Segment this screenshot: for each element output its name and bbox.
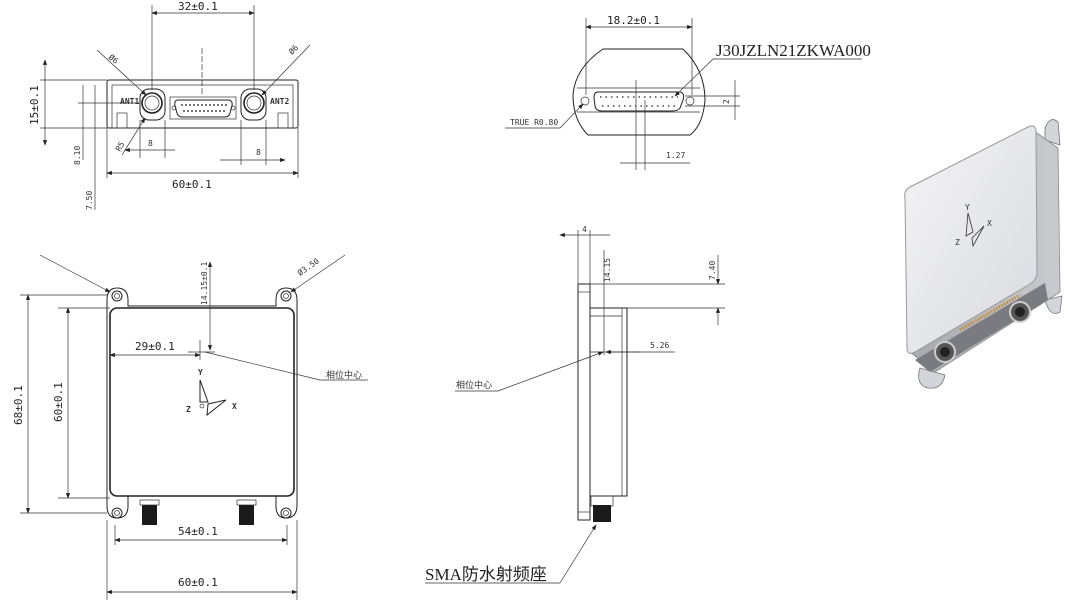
dim-7-50: 7.50 xyxy=(85,191,94,210)
dim-flange: 4 xyxy=(582,225,587,234)
dim-14-15: 14.15 xyxy=(603,258,612,282)
iso-axis-z: Z xyxy=(955,238,960,247)
axis-y-label: Y xyxy=(198,368,203,377)
dim-8-10: 8.10 xyxy=(73,146,82,165)
iso-front-face xyxy=(904,125,1038,354)
part-number: J30JZLN21ZKWA000 xyxy=(716,41,871,60)
dim-8-right: 8 xyxy=(256,148,261,157)
dim-5-26: 5.26 xyxy=(650,341,669,350)
front-view-plate xyxy=(109,307,295,497)
phase-center-label: 相位中心 xyxy=(326,369,362,381)
iso-axis-y: Y xyxy=(965,203,970,212)
sma-connector-right-icon xyxy=(239,505,254,525)
db25-connector-icon xyxy=(593,91,685,112)
dim-connector-width: 18.2±0.1 xyxy=(607,14,660,27)
axis-x-label: X xyxy=(232,402,237,411)
dim-sma-spacing: 54±0.1 xyxy=(178,525,218,538)
front-view-outline xyxy=(106,287,298,519)
dim-pin-pitch: 1.27 xyxy=(666,151,685,160)
ant1-label: ANT1 xyxy=(120,97,139,106)
dim-antenna-spacing: 32±0.1 xyxy=(178,0,218,13)
db-connector-icon xyxy=(174,99,233,118)
dim-dia-right: Ø6 xyxy=(286,42,300,56)
dim-7-40: 7.40 xyxy=(708,261,717,280)
true-radius: TRUE R0.80 xyxy=(510,118,558,127)
side-view-flange xyxy=(577,283,591,521)
dim-row-spacing: 2 xyxy=(722,99,731,104)
dim-top-height: 15±0.1 xyxy=(28,85,41,125)
side-view: 4 14.15 7.40 5.26 相位中心 SMA防水射频座 xyxy=(425,225,725,584)
axis-z-label: Z xyxy=(186,405,191,414)
ant2-connector-icon xyxy=(243,92,265,114)
dim-front-width: 60±0.1 xyxy=(178,576,218,589)
ant1-connector-icon xyxy=(141,92,163,114)
sma-connector-left-icon xyxy=(142,505,157,525)
dim-dia-left: Ø6 xyxy=(107,52,121,66)
dim-8-left: 8 xyxy=(148,139,153,148)
ant2-label: ANT2 xyxy=(270,97,289,106)
dim-radius: R5 xyxy=(114,140,127,153)
side-sma-connector-icon xyxy=(593,505,611,522)
side-view-body xyxy=(589,307,628,497)
sma-label: SMA防水射频座 xyxy=(425,565,547,584)
dim-phase-x: 29±0.1 xyxy=(135,340,175,353)
dim-phase-y: 14.15±0.1 xyxy=(200,261,209,305)
dim-overall-height: 68±0.1 xyxy=(12,385,25,425)
dim-top-width: 60±0.1 xyxy=(172,178,212,191)
iso-view: Y X Z xyxy=(904,119,1063,389)
iso-axis-x: X xyxy=(987,219,992,228)
axis-x-arrow-icon xyxy=(206,399,227,417)
dim-body-height: 60±0.1 xyxy=(52,382,65,422)
top-view: 32±0.1 15±0.1 8.10 7.50 60±0.1 Ø6 Ø6 R5 … xyxy=(28,0,311,210)
connector-view: 18.2±0.1 J30JZLN21ZKWA000 TRUE R0.80 1.2… xyxy=(505,14,871,170)
axis-y-arrow-icon xyxy=(199,379,209,403)
side-phase-center-label: 相位中心 xyxy=(456,379,492,391)
front-view: 68±0.1 60±0.1 29±0.1 14.15±0.1 Ø3.50 相位中… xyxy=(12,254,368,600)
